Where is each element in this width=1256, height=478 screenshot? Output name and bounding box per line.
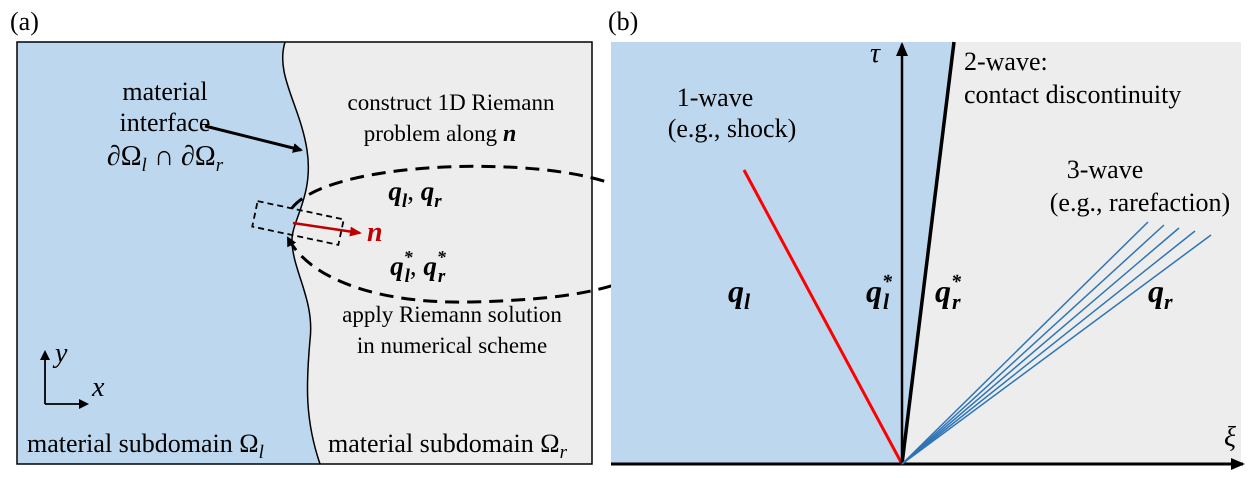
right-subdomain-label: material subdomain Ωr xyxy=(328,429,568,463)
q-left-star-label: q*l xyxy=(866,271,893,314)
panel-b-tag: (b) xyxy=(608,7,638,36)
rarefaction-ray xyxy=(901,224,1165,465)
left-state-region xyxy=(611,42,954,464)
rarefaction-fan xyxy=(901,221,1212,465)
normal-vector-label: n xyxy=(367,217,383,248)
wave2-label-line2: contact discontinuity xyxy=(964,80,1181,109)
rarefaction-ray xyxy=(901,234,1212,465)
riemann-sample-box xyxy=(251,200,345,246)
apply-text-line1: apply Riemann solution xyxy=(342,302,562,327)
q-pair-label: ql, qr xyxy=(388,176,442,212)
q-left-state-label: ql xyxy=(728,273,751,314)
q-right-star-label: q*r xyxy=(935,271,962,314)
apply-text-line2: in numerical scheme xyxy=(357,333,547,358)
left-subdomain-label: material subdomain Ωl xyxy=(27,429,264,463)
wave2-label-line1: 2-wave: xyxy=(964,47,1048,76)
q-star-pair-label: q*l, q*r xyxy=(390,247,447,287)
panel-a-frame xyxy=(16,41,593,465)
wave3-label-line1: 3-wave xyxy=(1067,155,1144,184)
tau-axis-label: τ xyxy=(870,38,881,69)
x-axis-label: x xyxy=(91,372,105,403)
contact-discontinuity-line xyxy=(900,41,956,465)
interface-pointer-arrow xyxy=(204,124,303,153)
construct-text-line1: construct 1D Riemann xyxy=(348,90,555,115)
panel-a-tag: (a) xyxy=(10,7,39,36)
xi-axis-label: ξ xyxy=(1224,422,1236,453)
construct-text-line2: problem along n xyxy=(364,121,517,147)
wave1-label-line2: (e.g., shock) xyxy=(668,114,797,143)
panel-b: (b) ξ τ 1-wave (e.g., shock) 2-wave: con… xyxy=(608,7,1245,470)
wave3-label-line2: (e.g., rarefaction) xyxy=(1050,188,1230,217)
normal-vector-arrow xyxy=(292,221,362,237)
rarefaction-ray xyxy=(901,221,1149,465)
rarefaction-ray xyxy=(901,230,1196,465)
y-axis-label: y xyxy=(52,338,68,369)
panel-a: (a) material interface ∂Ωl ∩ ∂Ωr constru… xyxy=(10,7,665,465)
left-subdomain-region xyxy=(17,42,320,464)
interface-set-label: ∂Ωl ∩ ∂Ωr xyxy=(107,141,224,176)
shock-wave-line xyxy=(742,169,904,465)
interface-label-line1: material xyxy=(122,77,207,106)
rarefaction-ray xyxy=(901,227,1180,465)
interface-label-line2: interface xyxy=(120,108,211,137)
dashed-transfer-arrow-upper xyxy=(290,164,663,224)
q-right-state-label: qr xyxy=(1148,273,1173,314)
wave1-label-line1: 1-wave xyxy=(677,83,754,112)
